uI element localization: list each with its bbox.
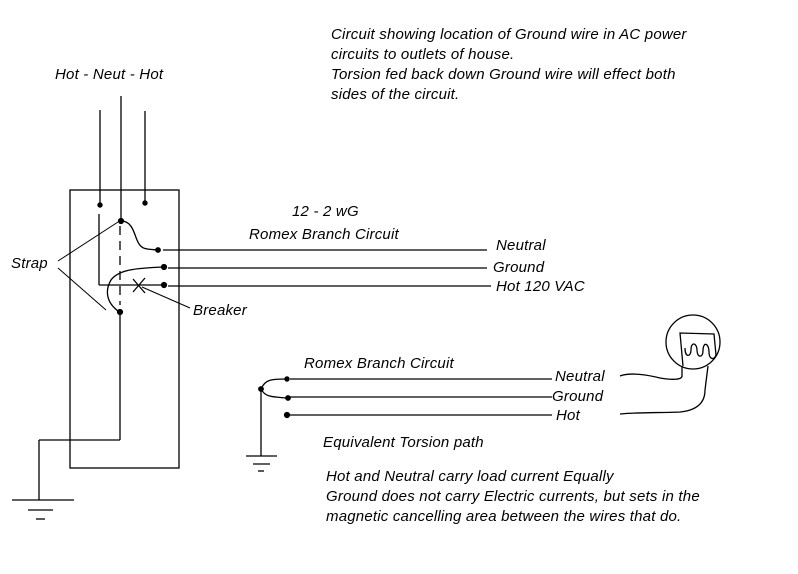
service-feed-label: Hot - Neut - Hot xyxy=(55,66,164,83)
branch-bottom-hot-label: Hot xyxy=(556,407,580,424)
terminal-hot-right xyxy=(142,200,148,206)
breaker-symbol-a xyxy=(132,278,146,294)
breaker-leader xyxy=(141,286,191,309)
panel-box xyxy=(69,189,180,469)
header-note-line-2: circuits to outlets of house. xyxy=(331,46,515,63)
branch-bottom-neutral-label: Neutral xyxy=(555,368,605,385)
ground-jumper xyxy=(106,266,165,312)
breaker-symbol-b xyxy=(132,277,146,293)
branch-top-title: Romex Branch Circuit xyxy=(249,226,399,243)
terminal-hot-branch xyxy=(160,281,168,289)
load-neutral-lead xyxy=(619,366,683,380)
load-hot-lead xyxy=(619,365,709,415)
bottom-neutral-jumper xyxy=(260,378,287,390)
header-note-line-4: sides of the circuit. xyxy=(331,86,460,103)
breaker-label: Breaker xyxy=(193,302,247,319)
bottom-terminal-hot xyxy=(283,411,291,419)
branch-bottom-ground-label: Ground xyxy=(552,388,604,405)
bulb-filament xyxy=(679,332,717,367)
branch-top-neutral-label: Neutral xyxy=(496,237,546,254)
neutral-jumper xyxy=(120,220,159,251)
terminal-ground-branch xyxy=(160,263,168,271)
strap-leader-top xyxy=(57,221,119,262)
branch-top-ground-label: Ground xyxy=(493,259,545,276)
branch-bottom-title: Romex Branch Circuit xyxy=(304,355,454,372)
light-bulb-icon xyxy=(665,314,721,370)
header-note-line-3: Torsion fed back down Ground wire will e… xyxy=(331,66,676,83)
strap-leader-bottom xyxy=(57,267,107,311)
bottom-terminal-ground xyxy=(285,395,291,401)
strap-label: Strap xyxy=(11,255,48,272)
header-note-line-1: Circuit showing location of Ground wire … xyxy=(331,26,687,43)
bottom-ground-jumper xyxy=(260,388,288,399)
cable-spec-label: 12 - 2 wG xyxy=(292,203,359,220)
bottom-terminal-neutral xyxy=(284,376,290,382)
terminal-hot-left xyxy=(97,202,103,208)
branch-top-hot-label: Hot 120 VAC xyxy=(496,278,585,295)
footer-note-line-1: Hot and Neutral carry load current Equal… xyxy=(326,468,614,485)
terminal-neutral-branch xyxy=(155,247,161,253)
footer-note-line-2: Ground does not carry Electric currents,… xyxy=(326,488,700,505)
footer-note-line-3: magnetic cancelling area between the wir… xyxy=(326,508,682,525)
torsion-path-caption: Equivalent Torsion path xyxy=(323,434,484,451)
